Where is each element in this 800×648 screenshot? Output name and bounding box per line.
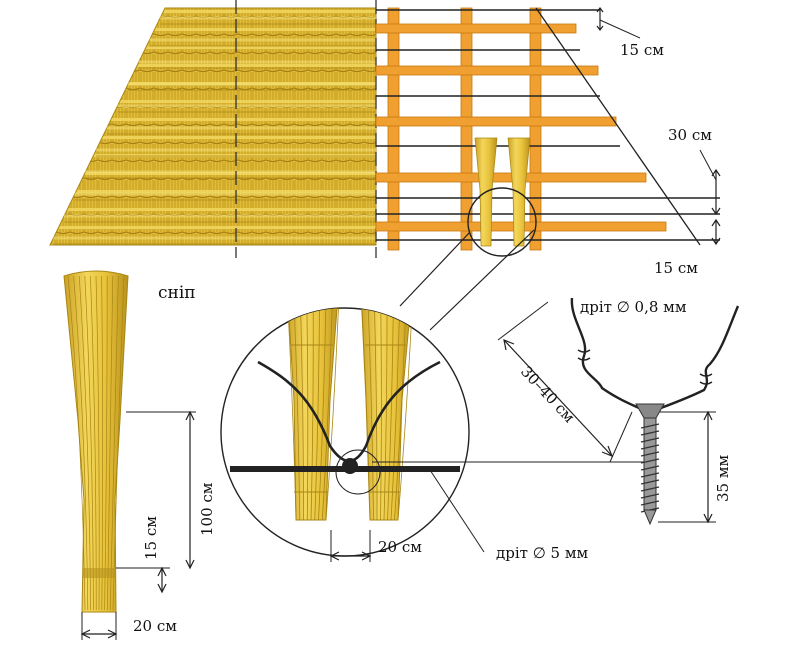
screw-thread (640, 430, 660, 436)
batten (375, 23, 577, 34)
magnified-strand (321, 308, 334, 521)
label-layer-offset: 30 см (668, 126, 712, 144)
magnifier-connector (429, 229, 535, 331)
rafter (460, 7, 473, 251)
screw-threads (640, 423, 660, 513)
screw-thread (640, 486, 660, 492)
label-sheaf-tie: 15 см (142, 516, 160, 560)
sheaf-strands (67, 275, 125, 611)
magnified-strand (383, 308, 388, 521)
rafter (387, 7, 400, 251)
label-bottom-spacing: 15 см (654, 259, 698, 277)
thin-wire-left (570, 297, 649, 414)
label-screw-length: 35 мм (714, 454, 732, 502)
magnifier-connector (399, 231, 471, 307)
roof-slope-edge (535, 7, 701, 246)
label-thin-wire: дріт ∅ 0,8 мм (580, 298, 687, 316)
screw-thread (640, 472, 660, 478)
single-sheaf: сніп 100 см 15 см 20 см (63, 270, 216, 640)
thatched-roof-section (49, 0, 377, 258)
dimension-layer-offset: 30 см (668, 126, 721, 216)
magnified-strand (379, 308, 382, 521)
screw-head (635, 403, 665, 419)
sheaf-strand (112, 275, 125, 611)
dimension-batten-spacing: 15 см (596, 7, 664, 59)
batten (375, 65, 599, 76)
magnified-strand (318, 308, 327, 521)
label-sheaf-length: 100 см (198, 482, 216, 536)
sheaf-strand (84, 275, 94, 611)
screw-thread (640, 493, 660, 499)
label-sheaf-width: 20 см (133, 617, 177, 635)
dimension-bottom-spacing: 15 см (654, 218, 721, 277)
magnified-strand (314, 308, 321, 521)
magnified-detail: 20 см дріт ∅ 5 мм (220, 296, 648, 562)
magnified-batten-top (240, 296, 430, 302)
sheaf-strand (90, 275, 97, 611)
wire-break-marks (577, 349, 713, 385)
sheaf-tie (83, 568, 116, 578)
sheaf-strand (73, 275, 89, 611)
magnified-strand (373, 308, 378, 521)
screw-thread (640, 451, 660, 457)
sheaf-strand (67, 275, 86, 611)
magnified-strand (394, 308, 408, 521)
magnified-strand (310, 308, 314, 521)
screw-thread (640, 444, 660, 450)
thin-wire-right (649, 305, 740, 414)
thatch-row-shading (53, 16, 376, 245)
magnified-screw-marker (335, 449, 381, 495)
batten (375, 172, 647, 183)
magnified-strand (285, 308, 297, 521)
sheaf-strand (78, 275, 91, 611)
label-bundle-gap: 20 см (378, 538, 422, 556)
magnified-strand (325, 308, 341, 521)
batten (375, 116, 617, 127)
sheaf-strand (101, 275, 104, 611)
screw-thread (640, 465, 660, 471)
screw-tip (643, 509, 657, 526)
sheaf-strand (95, 275, 100, 611)
magnified-screw-head (342, 458, 358, 474)
rafter (529, 7, 542, 251)
label-screw-spacing: 30–40 см (517, 362, 578, 426)
magnified-strand (390, 308, 401, 521)
screw-detail: 30–40 см дріт ∅ 0,8 мм 35 мм (497, 297, 740, 526)
screw-thread (640, 500, 660, 506)
screw-thread (640, 437, 660, 443)
label-thick-wire: дріт ∅ 5 мм (496, 544, 589, 562)
batten-lattice (375, 7, 720, 257)
screw-thread (640, 423, 660, 429)
magnified-strands (285, 308, 415, 521)
screw-thread (640, 479, 660, 485)
sheaf-strand (104, 275, 108, 611)
detail-marker-circle (467, 187, 537, 257)
screw-thread (640, 458, 660, 464)
magnified-strand (366, 308, 374, 521)
sheaf-strand (107, 275, 114, 611)
magnified-strand (359, 308, 371, 521)
sheaf-strand (109, 275, 119, 611)
magnified-strand (397, 308, 415, 521)
magnified-strand (305, 308, 309, 521)
label-batten-spacing: 15 см (620, 41, 664, 59)
magnified-strand (292, 308, 301, 521)
label-sheaf: сніп (158, 283, 196, 303)
